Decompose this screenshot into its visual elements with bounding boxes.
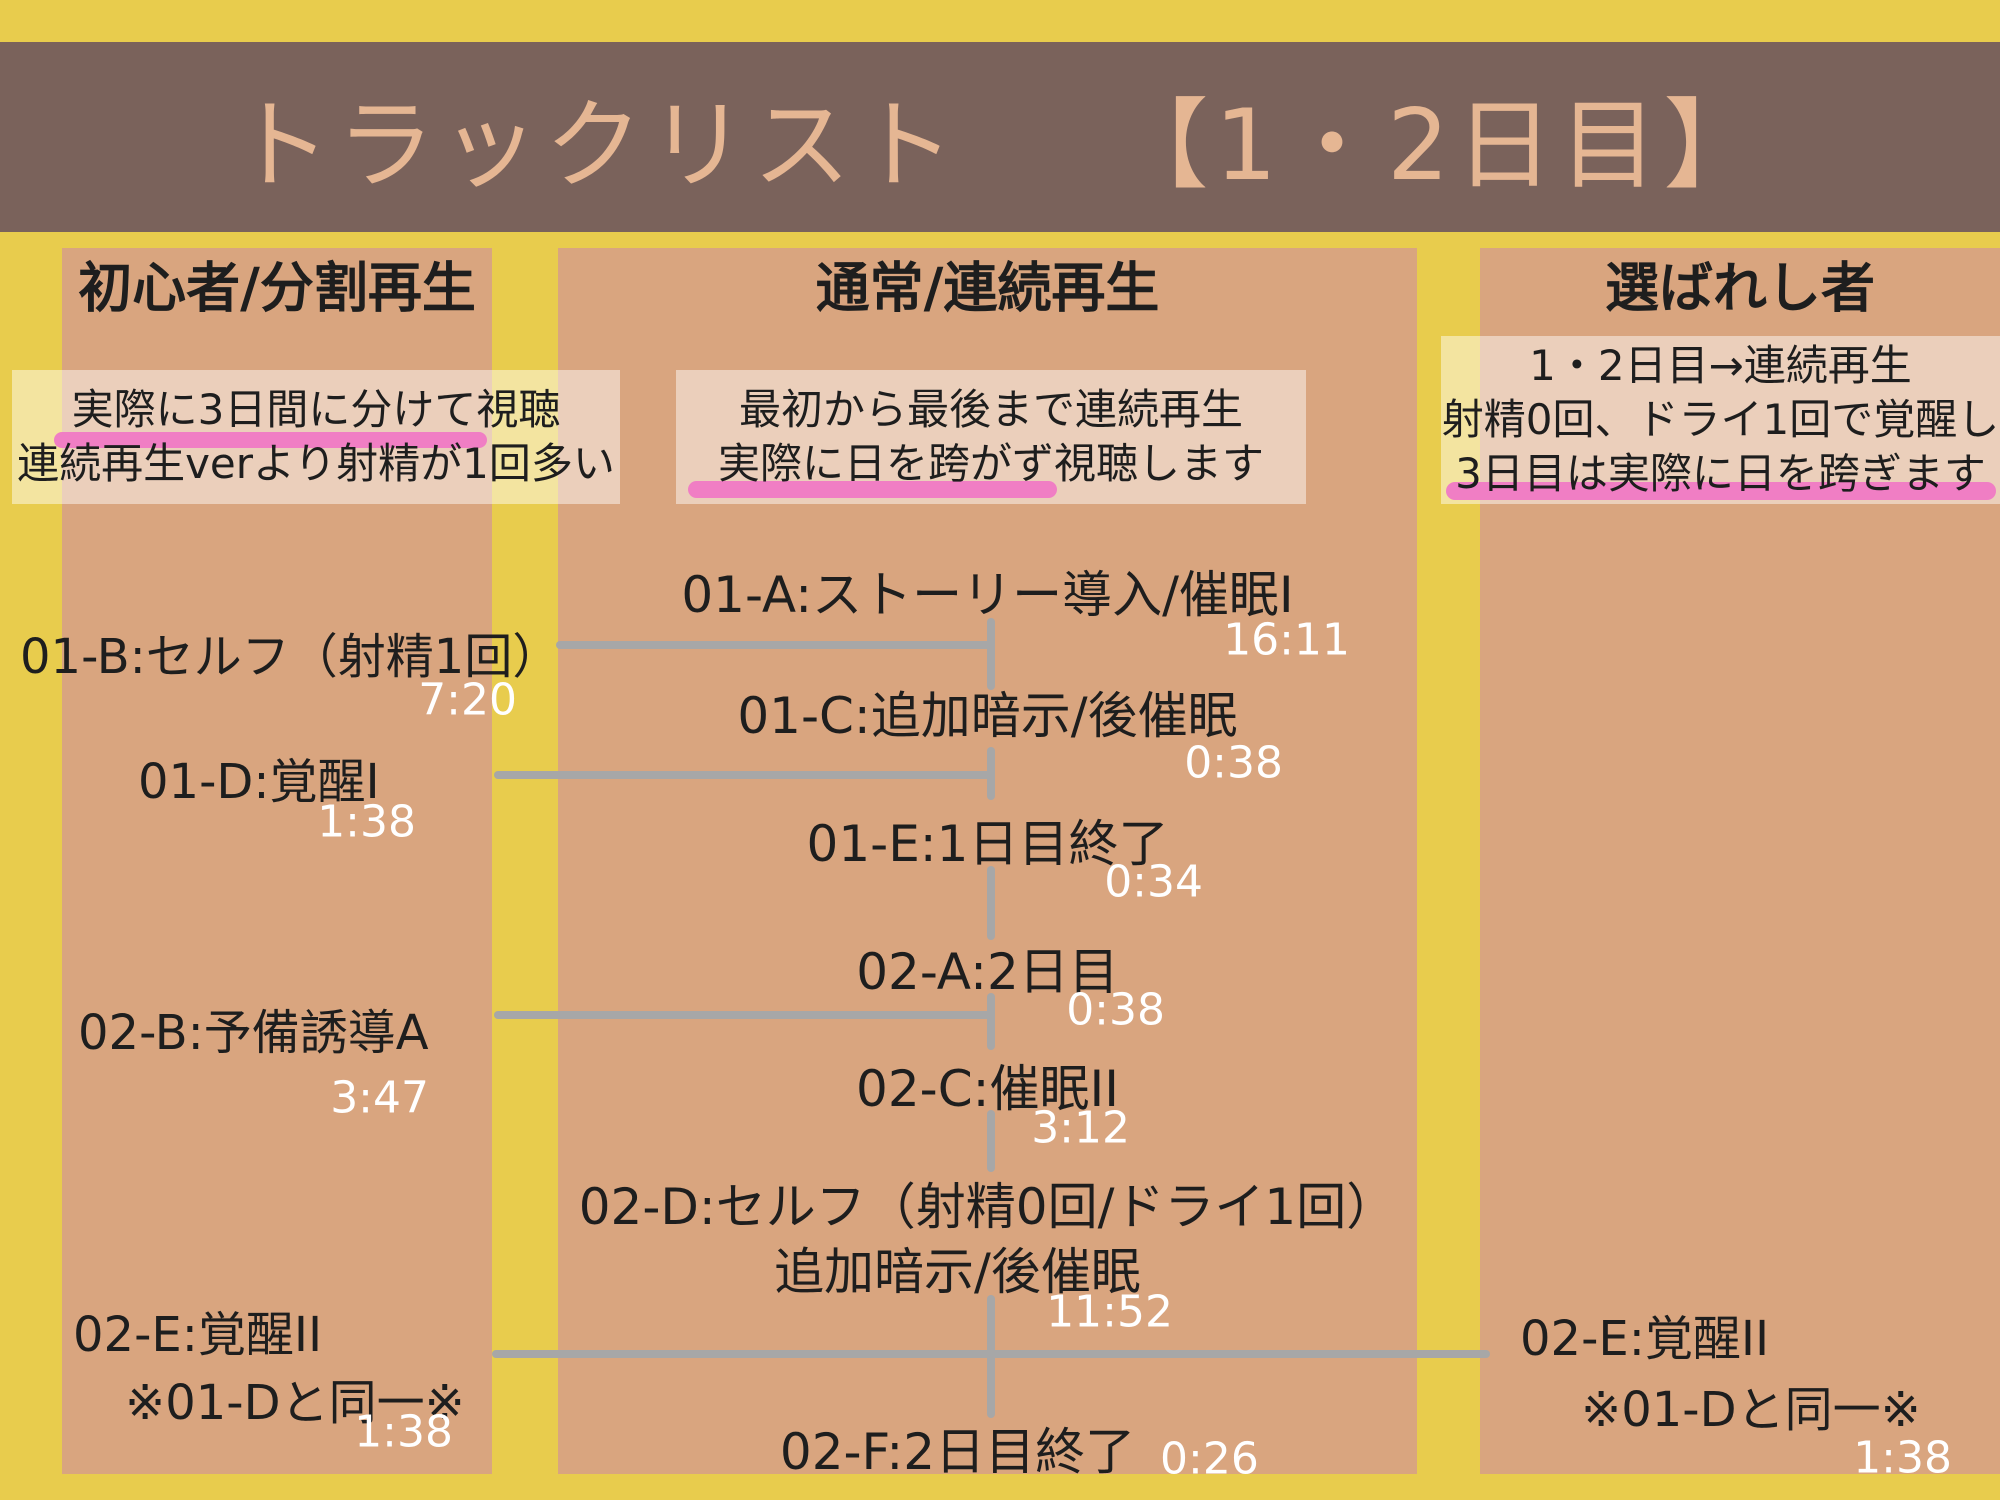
header-bar: トラックリスト 【1・2日目】 bbox=[0, 42, 2000, 232]
note-line: 最初から最後まで連続再生 bbox=[738, 385, 1243, 434]
track-title: 02-E:覚醒II bbox=[1520, 1311, 1770, 1367]
spine-segment bbox=[987, 1110, 995, 1172]
note-line: 連続再生verより射精が1回多い bbox=[17, 439, 615, 488]
spine-segment bbox=[987, 866, 995, 940]
pink-highlight-marker bbox=[54, 432, 487, 448]
spine-segment bbox=[987, 747, 995, 800]
note-box-beginner: 実際に3日間に分けて視聴 連続再生verより射精が1回多い bbox=[12, 370, 620, 504]
connector-line-01B bbox=[556, 641, 994, 649]
pink-highlight-marker bbox=[1446, 482, 1996, 500]
column-chosen bbox=[1480, 248, 2000, 1474]
column-normal bbox=[558, 248, 1417, 1474]
note-line: 3日目は実際に日を跨ぎます bbox=[1455, 449, 1986, 498]
spine-segment bbox=[987, 618, 995, 690]
track-duration: 3:12 bbox=[1031, 1102, 1130, 1154]
track-title: 01-A:ストーリー導入/催眠I bbox=[681, 566, 1294, 624]
track-duration: 0:38 bbox=[1066, 984, 1165, 1036]
track-duration: 0:38 bbox=[1184, 737, 1283, 789]
track-duration: 3:47 bbox=[330, 1072, 429, 1124]
track-duration: 11:52 bbox=[1046, 1286, 1173, 1338]
column-header-beginner: 初心者/分割再生 bbox=[78, 256, 476, 320]
spine-segment bbox=[987, 993, 995, 1050]
track-title: 02-D:セルフ（射精0回/ドライ1回） bbox=[578, 1178, 1397, 1236]
pink-highlight-marker bbox=[688, 481, 1057, 498]
track-title: 02-E:覚醒II bbox=[73, 1307, 323, 1363]
track-note: ※01-Dと同一※ bbox=[125, 1375, 465, 1431]
column-header-chosen: 選ばれし者 bbox=[1605, 256, 1875, 320]
track-duration: 0:34 bbox=[1104, 856, 1203, 908]
track-duration: 0:26 bbox=[1160, 1433, 1259, 1485]
track-duration: 1:38 bbox=[1853, 1432, 1952, 1484]
note-line: 射精0回、ドライ1回で覚醒し bbox=[1441, 395, 2000, 444]
column-header-normal: 通常/連続再生 bbox=[815, 256, 1160, 320]
note-line: 実際に日を跨がず視聴します bbox=[717, 439, 1264, 488]
track-duration: 1:38 bbox=[317, 796, 416, 848]
track-duration: 1:38 bbox=[354, 1406, 453, 1458]
note-box-normal: 最初から最後まで連続再生 実際に日を跨がず視聴します bbox=[676, 370, 1306, 504]
column-beginner bbox=[62, 248, 492, 1474]
track-duration: 16:11 bbox=[1223, 614, 1350, 666]
track-title: 02-A:2日目 bbox=[856, 943, 1119, 1001]
page-title-bracket: 【1・2日目】 bbox=[1110, 89, 1768, 203]
page-title: トラックリスト bbox=[232, 89, 961, 203]
track-title: 01-E:1日目終了 bbox=[806, 815, 1169, 873]
track-title-line2: 追加暗示/後催眠 bbox=[774, 1243, 1141, 1301]
track-title: 01-C:追加暗示/後催眠 bbox=[737, 687, 1238, 745]
track-title: 02-F:2日目終了 bbox=[779, 1423, 1136, 1481]
track-duration: 7:20 bbox=[418, 674, 517, 726]
spine-segment bbox=[987, 1295, 995, 1418]
track-title: 02-B:予備誘導A bbox=[78, 1005, 429, 1061]
note-line: 実際に3日間に分けて視聴 bbox=[71, 385, 561, 434]
note-box-chosen: 1・2日目→連続再生 射精0回、ドライ1回で覚醒し 3日目は実際に日を跨ぎます bbox=[1441, 336, 2000, 504]
track-note: ※01-Dと同一※ bbox=[1581, 1382, 1921, 1438]
track-title: 01-D:覚醒I bbox=[138, 754, 380, 810]
connector-line-02B bbox=[494, 1011, 994, 1019]
connector-line-01D bbox=[494, 771, 994, 779]
note-line: 1・2日目→連続再生 bbox=[1529, 341, 1912, 390]
track-title: 01-B:セルフ（射精1回） bbox=[20, 629, 561, 685]
track-title: 02-C:催眠II bbox=[856, 1060, 1119, 1118]
